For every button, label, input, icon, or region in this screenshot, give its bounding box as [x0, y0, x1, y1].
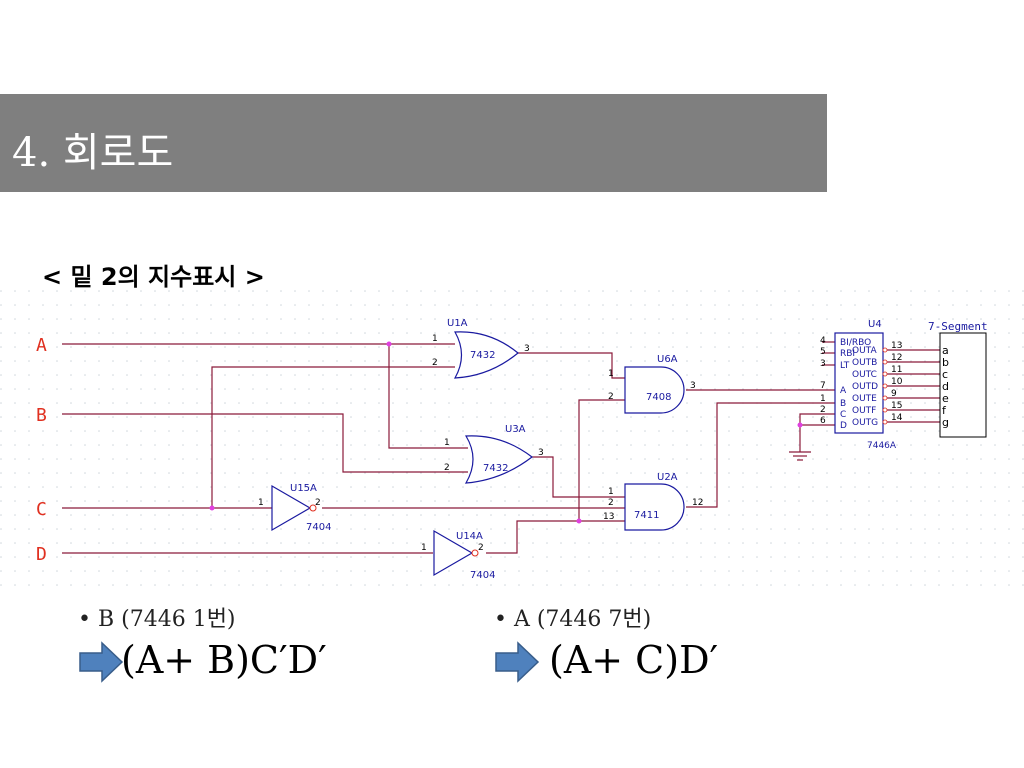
gate-u1a: U1A 7432 1 2 3 [432, 318, 530, 379]
circuit-diagram: A B C D U1A 7432 1 2 3 U3A 7432 1 2 3 U6… [0, 290, 1024, 590]
note-bullet-b: • B (7446 1번) [78, 607, 236, 632]
segment-label: e [942, 392, 949, 405]
gate-u3a: U3A 7432 1 2 3 [444, 424, 544, 484]
input-label-c: C [36, 499, 47, 520]
decoder-in-label: B [840, 399, 846, 409]
segment-label: a [942, 344, 949, 357]
arrow-right-icon [79, 641, 124, 683]
ground-symbol [789, 451, 811, 461]
pin-number: 2 [432, 358, 438, 368]
junctions [209, 341, 803, 524]
display-label: 7-Segment [928, 320, 988, 333]
title-bar [0, 94, 827, 192]
gate-part: 7408 [646, 392, 671, 403]
slide-title: 4. 회로도 [12, 130, 174, 176]
decoder-out-label: OUTD [852, 382, 878, 392]
pin-number: 2 [315, 498, 321, 508]
pin-number: 2 [444, 463, 450, 473]
decoder-u4: U4 7446A BI/RBO RBI LT A B C D OUTA OUTB… [820, 319, 903, 451]
decoder-in-pin: 6 [820, 416, 826, 426]
decoder-out-label: OUTE [852, 394, 877, 404]
decoder-in-pin: 1 [820, 394, 826, 404]
decoder-in-pin: 5 [820, 347, 826, 357]
gate-ref: U6A [657, 354, 678, 365]
decoder-out-pin: 11 [891, 365, 902, 375]
pin-number: 3 [690, 381, 696, 391]
pin-number: 2 [478, 543, 484, 553]
pin-number: 2 [608, 498, 614, 508]
decoder-out-label: OUTA [852, 346, 877, 356]
gate-part: 7404 [470, 570, 495, 581]
segment-label: b [942, 356, 949, 369]
decoder-out-label: OUTB [852, 358, 877, 368]
decoder-in-label: LT [840, 361, 850, 371]
decoder-ref: U4 [868, 319, 882, 330]
gate-ref: U1A [447, 318, 468, 329]
decoder-in-pin: 7 [820, 381, 826, 391]
note-expression-a: (A+ C)D′ [549, 638, 719, 682]
decoder-out-label: OUTG [852, 418, 878, 428]
gate-part: 7432 [470, 350, 495, 361]
decoder-part: 7446A [867, 441, 897, 451]
input-labels: A B C D [36, 335, 47, 565]
slide-subtitle: < 밑 2의 지수표시 > [42, 263, 265, 291]
input-label-a: A [36, 335, 47, 356]
note-bullet-a: • A (7446 7번) [494, 607, 652, 632]
pin-number: 2 [608, 392, 614, 402]
pin-number: 1 [608, 487, 614, 497]
decoder-out-pin: 9 [891, 389, 897, 399]
input-label-d: D [36, 544, 47, 565]
wires [62, 341, 940, 554]
segment-label: c [942, 368, 948, 381]
gate-part: 7432 [483, 463, 508, 474]
segment-label: d [942, 380, 949, 393]
input-label-b: B [36, 405, 47, 426]
pin-number: 1 [258, 498, 264, 508]
gate-ref: U3A [505, 424, 526, 435]
gate-u15a: U15A 7404 1 2 [258, 483, 331, 533]
decoder-in-label: RBI [840, 349, 855, 359]
pin-number: 1 [421, 543, 427, 553]
gate-ref: U15A [290, 483, 317, 494]
decoder-in-pin: 2 [820, 405, 826, 415]
segment-label: f [942, 404, 947, 417]
decoder-out-label: OUTC [852, 370, 877, 380]
pin-number: 3 [538, 448, 544, 458]
gate-u6a: U6A 7408 1 2 3 [608, 354, 696, 414]
decoder-in-label: D [840, 421, 847, 431]
gate-ref: U14A [456, 531, 483, 542]
decoder-in-label: A [840, 386, 847, 396]
pin-number: 12 [692, 498, 703, 508]
gate-u2a: U2A 7411 1 2 13 12 [603, 472, 703, 531]
pin-number: 1 [608, 369, 614, 379]
arrow-right-icon [495, 641, 540, 683]
gate-ref: U2A [657, 472, 678, 483]
note-expression-b: (A+ B)C′D′ [121, 638, 327, 682]
decoder-in-label: BI/RBO [840, 338, 871, 348]
decoder-in-pin: 3 [820, 359, 826, 369]
seven-segment-display: 7-Segment a b c d e f g [928, 320, 988, 438]
gate-u14a: U14A 7404 1 2 [421, 529, 495, 581]
pin-number: 1 [444, 438, 450, 448]
decoder-out-pin: 13 [891, 341, 902, 351]
decoder-out-pin: 14 [891, 413, 903, 423]
decoder-in-label: C [840, 410, 846, 420]
decoder-out-pin: 10 [891, 377, 903, 387]
gate-part: 7404 [306, 522, 331, 533]
decoder-out-label: OUTF [852, 406, 876, 416]
decoder-in-pin: 4 [820, 336, 826, 346]
decoder-out-pin: 12 [891, 353, 902, 363]
pin-number: 3 [524, 344, 530, 354]
pin-number: 1 [432, 334, 438, 344]
pin-number: 13 [603, 512, 614, 522]
gate-part: 7411 [634, 510, 659, 521]
decoder-out-pin: 15 [891, 401, 902, 411]
segment-label: g [942, 416, 949, 429]
